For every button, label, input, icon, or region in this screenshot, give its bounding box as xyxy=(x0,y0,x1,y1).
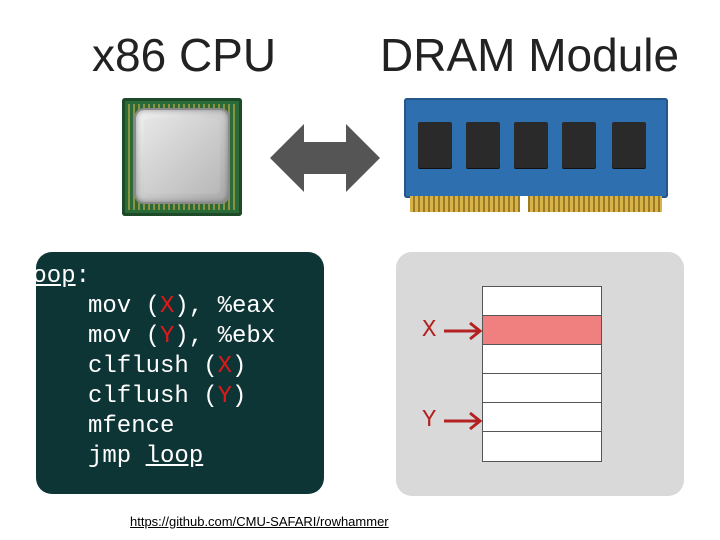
code-panel xyxy=(36,252,324,494)
bidirectional-arrow-icon xyxy=(270,124,380,192)
dram-chip xyxy=(562,122,596,168)
dram-module-image xyxy=(404,98,668,214)
code-line: clflush (Y) xyxy=(88,382,246,412)
code-text: ) xyxy=(232,383,247,410)
code-line: mov (Y), %ebx xyxy=(88,322,275,352)
dram-chip xyxy=(612,122,646,168)
code-text: clflush ( xyxy=(88,383,218,410)
dram-chip xyxy=(418,122,452,168)
code-text: ) xyxy=(232,353,247,380)
address-label-x: X xyxy=(422,317,437,344)
code-text: mov ( xyxy=(88,323,161,350)
loop-label: loop xyxy=(18,263,76,290)
dram-notch xyxy=(520,196,528,214)
dram-chip xyxy=(466,122,500,168)
code-text: jmp xyxy=(88,443,146,470)
address-label-y: Y xyxy=(422,407,437,434)
memory-row-column xyxy=(482,286,602,462)
cpu-heat-spreader xyxy=(136,110,228,202)
code-line: mfence xyxy=(88,412,174,442)
code-text: clflush ( xyxy=(88,353,218,380)
code-variable: Y xyxy=(160,323,175,350)
source-link[interactable]: https://github.com/CMU-SAFARI/rowhammer xyxy=(130,514,389,529)
code-variable: X xyxy=(160,293,175,320)
memory-row-highlighted xyxy=(483,316,601,345)
code-line: clflush (X) xyxy=(88,352,246,382)
cpu-title: x86 CPU xyxy=(92,29,277,81)
dram-chip xyxy=(514,122,548,168)
dram-contacts xyxy=(410,196,662,212)
code-line: jmp loop xyxy=(88,442,203,472)
memory-row xyxy=(483,403,601,432)
memory-row xyxy=(483,432,601,461)
row-pointer-arrow-icon xyxy=(444,411,483,431)
memory-row xyxy=(483,287,601,316)
code-text: ), %ebx xyxy=(174,323,276,350)
memory-row xyxy=(483,345,601,374)
code-label-line: loop: xyxy=(18,263,91,290)
jump-target: loop xyxy=(145,443,204,470)
code-text: ), %eax xyxy=(174,293,276,320)
cpu-chip-image xyxy=(122,98,242,216)
code-variable: X xyxy=(217,353,233,380)
memory-row xyxy=(483,374,601,403)
code-line: mov (X), %eax xyxy=(88,292,275,322)
code-text: mov ( xyxy=(88,293,161,320)
row-pointer-arrow-icon xyxy=(444,321,483,341)
code-text: mfence xyxy=(88,413,175,440)
dram-title: DRAM Module xyxy=(380,29,680,81)
code-variable: Y xyxy=(217,383,233,410)
